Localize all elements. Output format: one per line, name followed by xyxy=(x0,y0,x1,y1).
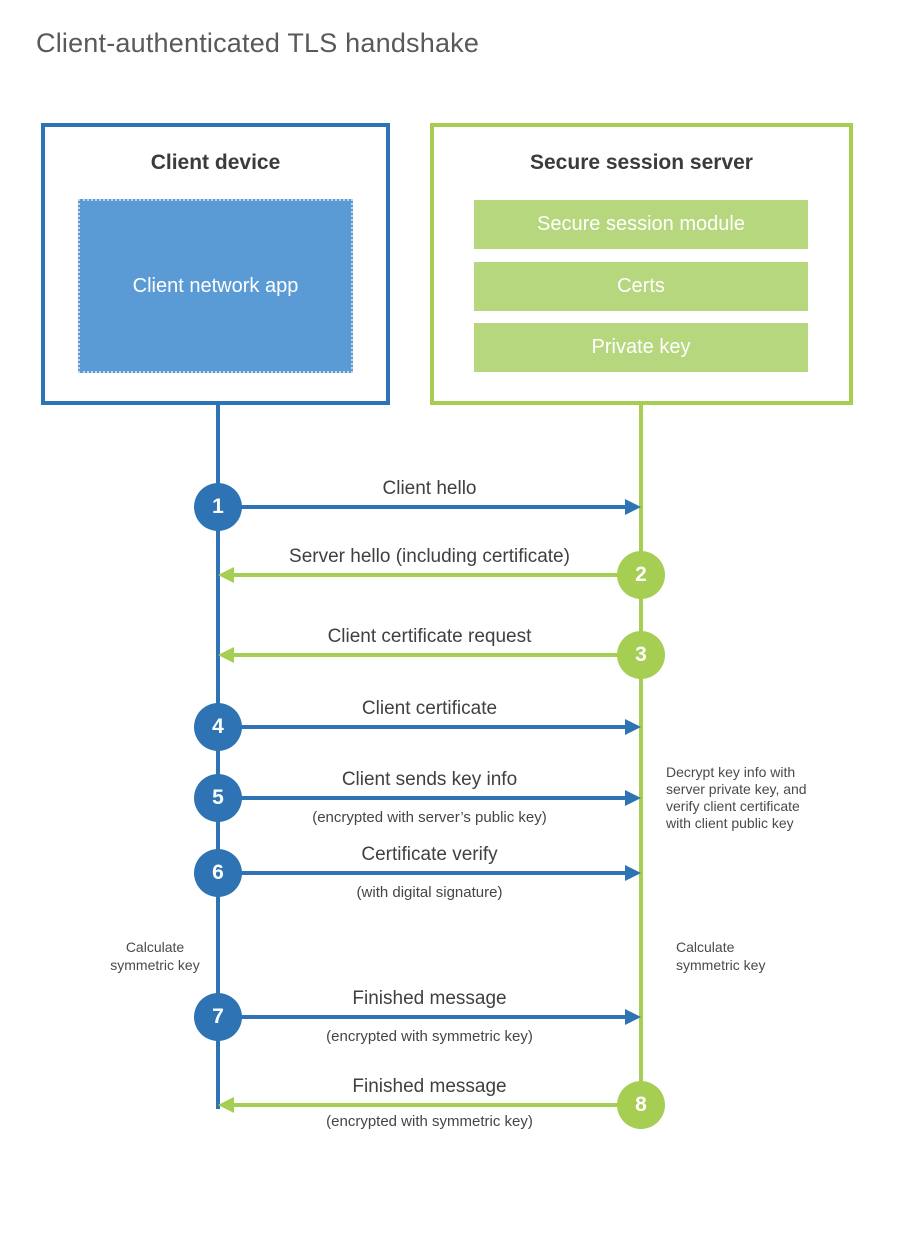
server-private-key-bar: Private key xyxy=(474,323,808,372)
arrow-shaft xyxy=(232,653,641,657)
step-circle-2: 2 xyxy=(617,551,665,599)
message-label: Server hello (including certificate) xyxy=(289,546,570,567)
message-label: Client hello xyxy=(382,478,477,499)
note-decrypt-key-info: Decrypt key info with server private key… xyxy=(666,764,807,831)
server-certs-bar: Certs xyxy=(474,262,808,311)
arrow-shaft xyxy=(218,871,627,875)
arrow-shaft xyxy=(218,796,627,800)
arrow-head-right xyxy=(625,865,641,881)
step-number: 3 xyxy=(635,643,647,666)
arrow-shaft xyxy=(232,1103,641,1107)
step-number: 2 xyxy=(635,563,647,586)
note-calculate-symmetric-key-client: Calculate symmetric key xyxy=(110,939,200,973)
secure-session-server-title: Secure session server xyxy=(530,151,753,174)
step-number: 5 xyxy=(212,786,224,809)
step-number: 1 xyxy=(212,495,224,518)
arrow-shaft xyxy=(218,1015,627,1019)
arrow-head-right xyxy=(625,790,641,806)
step-circle-6: 6 xyxy=(194,849,242,897)
message-label: Certificate verify xyxy=(361,844,498,865)
arrow-shaft xyxy=(218,725,627,729)
message-label: Client certificate xyxy=(361,698,498,719)
message-sublabel: (encrypted with symmetric key) xyxy=(326,1113,533,1130)
message-sublabel: (encrypted with symmetric key) xyxy=(326,1028,533,1045)
step-number: 6 xyxy=(212,861,224,884)
note-calculate-symmetric-key-server: Calculate symmetric key xyxy=(676,939,766,973)
client-network-app-label: Client network app xyxy=(132,275,299,297)
step-circle-4: 4 xyxy=(194,703,242,751)
client-device-box: Client device Client network app xyxy=(41,123,390,405)
step-number: 7 xyxy=(212,1005,224,1028)
server-module-bar: Secure session module xyxy=(474,200,808,249)
arrow-head-left xyxy=(218,647,234,663)
step-number: 8 xyxy=(635,1093,647,1116)
server-lifeline xyxy=(639,403,643,1127)
message-label: Client certificate request xyxy=(327,626,532,647)
arrow-shaft xyxy=(218,505,627,509)
step-circle-3: 3 xyxy=(617,631,665,679)
arrow-head-right xyxy=(625,1009,641,1025)
message-sublabel: (with digital signature) xyxy=(356,884,503,901)
step-circle-7: 7 xyxy=(194,993,242,1041)
message-label: Finished message xyxy=(352,988,507,1009)
client-device-title: Client device xyxy=(150,151,281,174)
arrow-head-right xyxy=(625,499,641,515)
message-sublabel: (encrypted with server’s public key) xyxy=(312,809,547,826)
message-label: Client sends key info xyxy=(341,769,518,790)
secure-session-server-box: Secure session server Secure session mod… xyxy=(430,123,853,405)
arrow-head-left xyxy=(218,567,234,583)
step-circle-8: 8 xyxy=(617,1081,665,1129)
page-title: Client-authenticated TLS handshake xyxy=(36,28,480,58)
arrow-head-left xyxy=(218,1097,234,1113)
arrow-shaft xyxy=(232,573,641,577)
client-network-app-box: Client network app xyxy=(78,199,353,373)
arrow-head-right xyxy=(625,719,641,735)
client-lifeline xyxy=(216,403,220,1109)
step-circle-1: 1 xyxy=(194,483,242,531)
step-circle-5: 5 xyxy=(194,774,242,822)
message-label: Finished message xyxy=(352,1076,507,1097)
step-number: 4 xyxy=(212,715,224,738)
